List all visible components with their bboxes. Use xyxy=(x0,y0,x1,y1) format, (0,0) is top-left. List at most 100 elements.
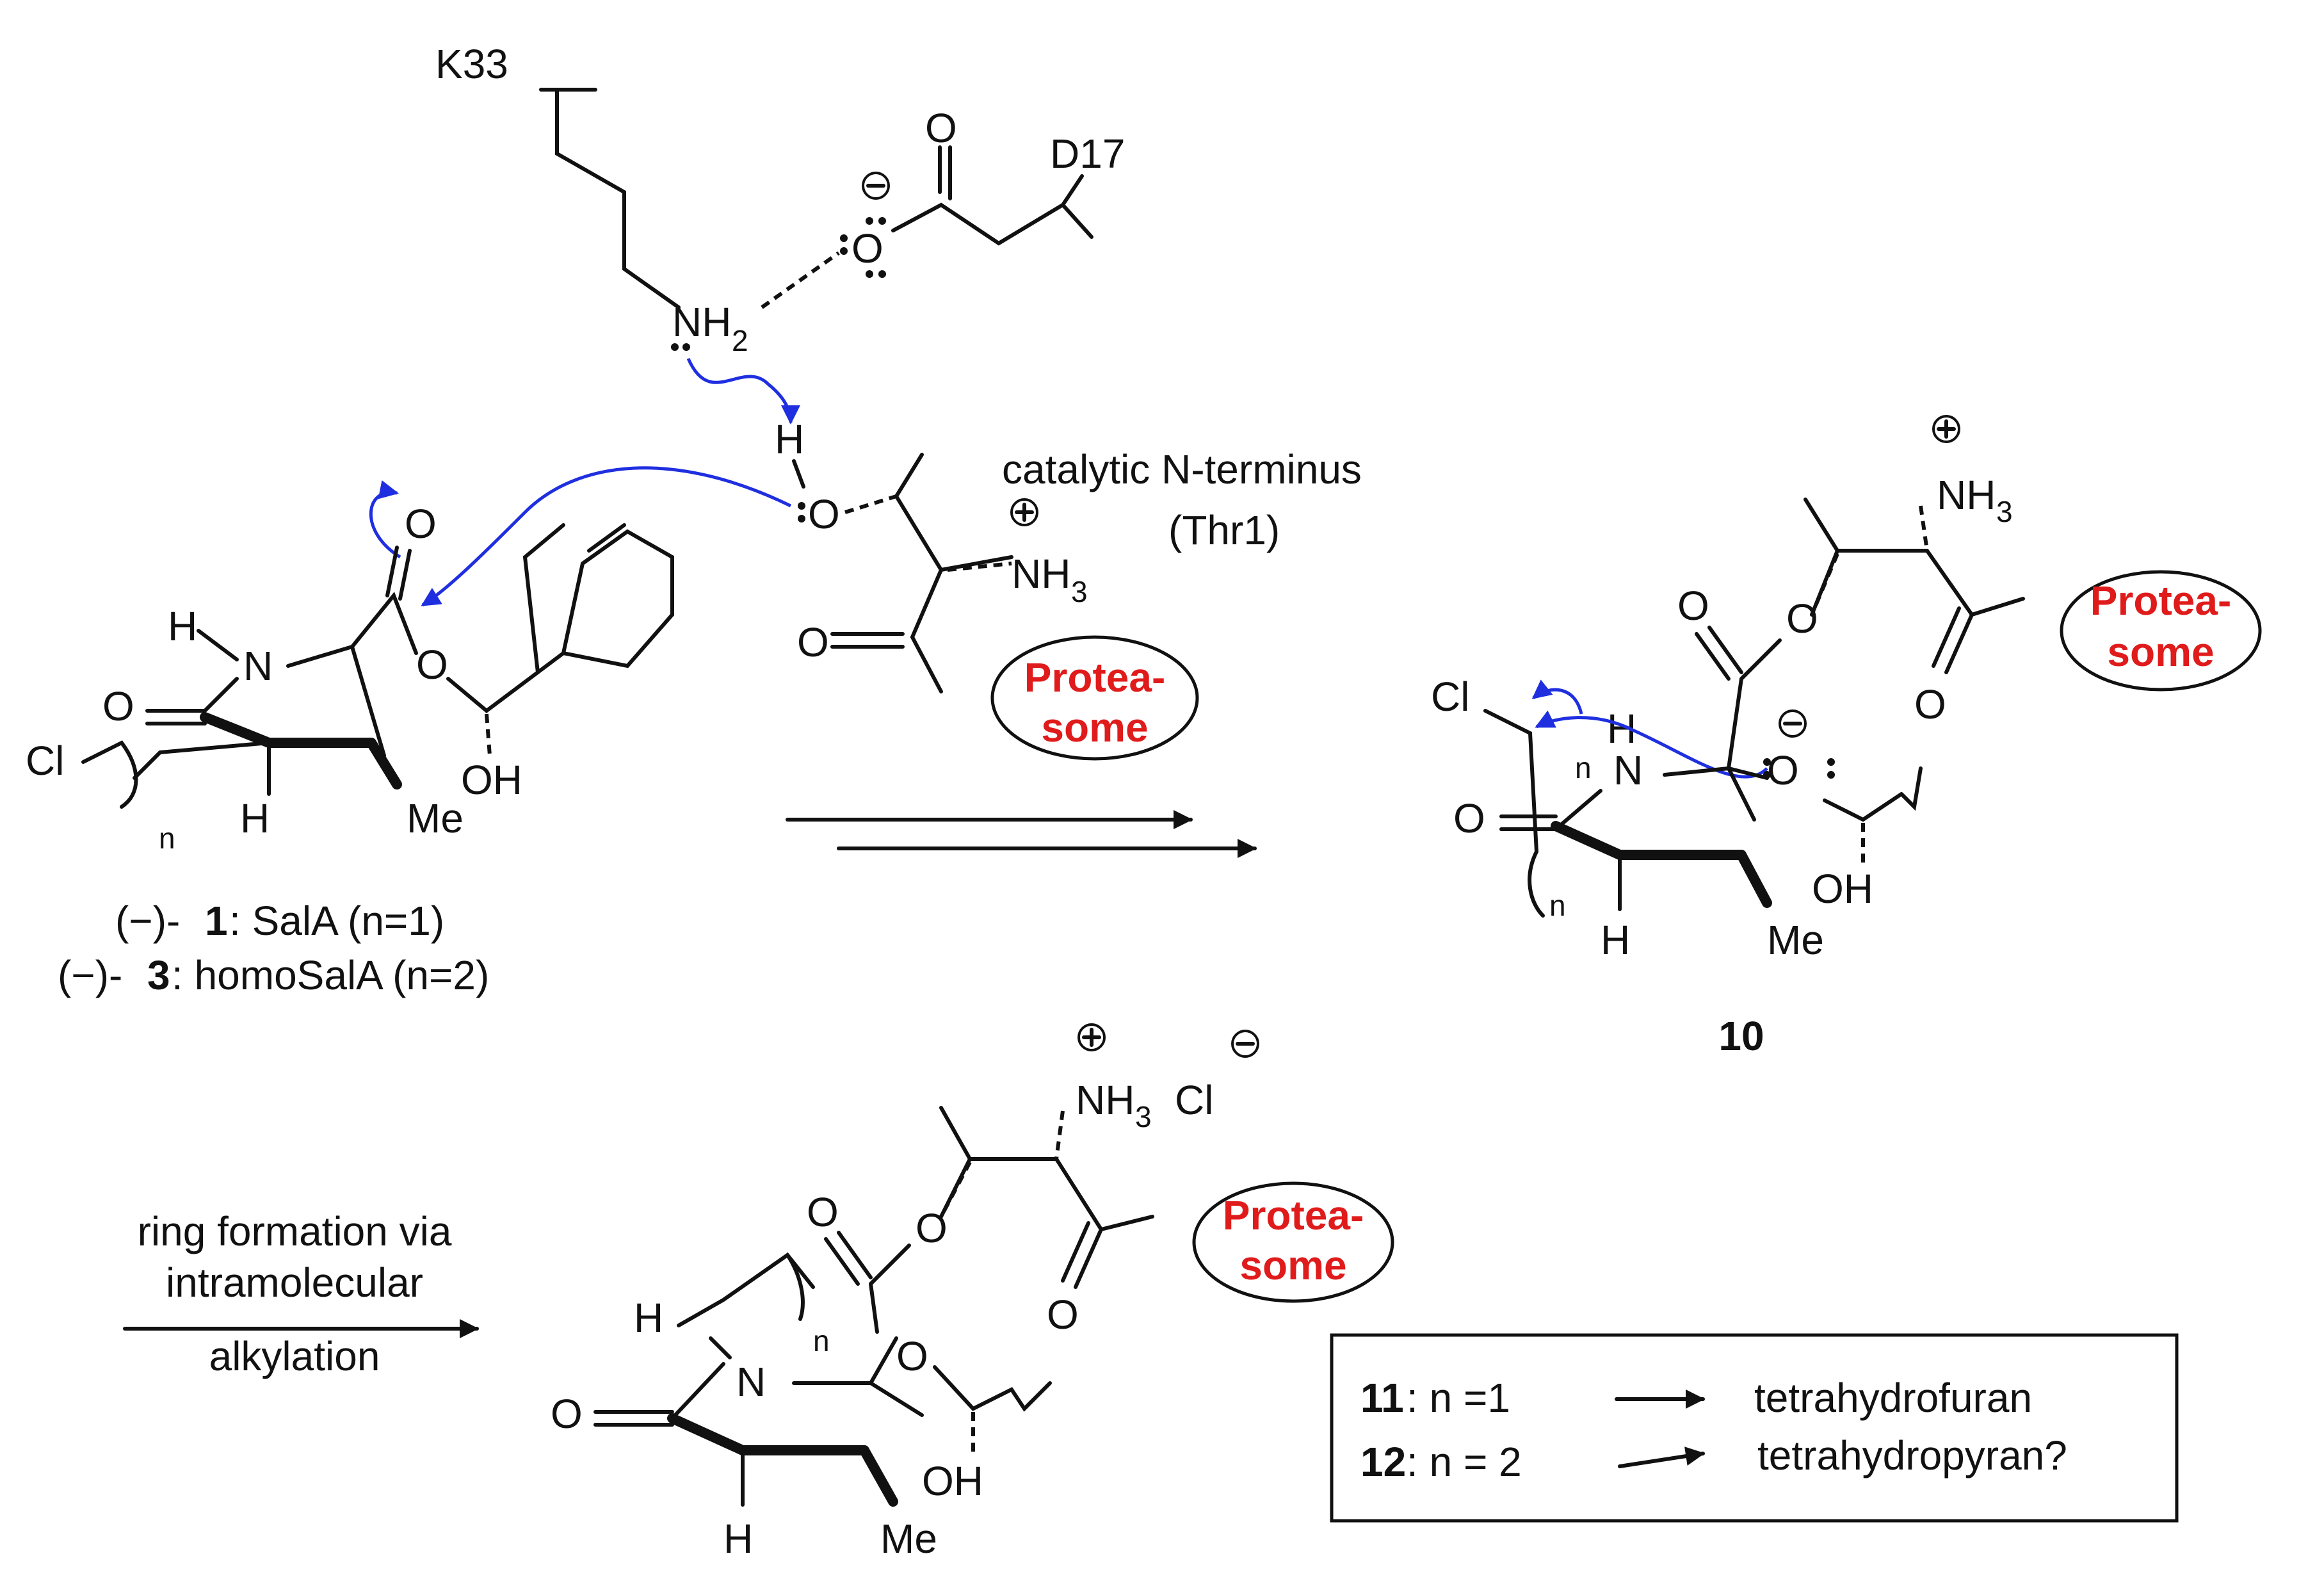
prod-h-label: H xyxy=(723,1516,753,1562)
o-thr-label: O xyxy=(808,491,840,537)
proteasome-3-line1: Protea- xyxy=(1223,1192,1364,1238)
prod-n-subscript: n xyxy=(813,1324,830,1357)
proteasome-ellipse-1 xyxy=(990,635,1199,761)
h-hydroxyl-label: H xyxy=(775,416,804,462)
salA-caption1-c: : SalA (n=1) xyxy=(229,898,444,944)
legend-row2-arrow xyxy=(1618,1446,1705,1468)
c10-nh3-label: NH xyxy=(1937,472,1996,518)
nh3-label: NH xyxy=(1012,551,1070,597)
salA-o-ketone: O xyxy=(102,683,134,729)
c10-oh-label: OH xyxy=(1812,866,1873,912)
prod-o-carbonyl: O xyxy=(1047,1292,1079,1338)
n-terminus-line2: (Thr1) xyxy=(1168,507,1280,553)
salA-me-label: Me xyxy=(407,795,464,841)
c10-o-anion: O xyxy=(1767,747,1799,793)
prod-o-ketone: O xyxy=(551,1391,583,1437)
compound-10-label: 10 xyxy=(1718,1013,1764,1059)
compound-10: NH 3 O Protea- some O O Cl H N n O OH O … xyxy=(1431,415,2262,1059)
c10-chloride-arrow xyxy=(1531,679,1583,715)
step2-line3: alkylation xyxy=(209,1333,380,1379)
prod-h-top: H xyxy=(634,1295,663,1341)
c10-o-ester2: O xyxy=(1786,596,1818,642)
prod-n-label: N xyxy=(736,1359,766,1405)
legend-row1-compound: 11 xyxy=(1360,1375,1404,1421)
salA-n-label: N xyxy=(243,643,273,689)
d17-label: D17 xyxy=(1050,131,1125,177)
c10-o-ester1: O xyxy=(1677,583,1709,629)
c10-n-label: N xyxy=(1613,747,1643,793)
lysine-deprotonation-arrow xyxy=(686,357,800,425)
thr-hashed-bond xyxy=(844,494,897,514)
plus-charge xyxy=(1010,498,1038,526)
salA-bold-bonds xyxy=(200,712,376,748)
nh2-label: NH xyxy=(672,299,731,345)
legend-box: 11 : n =1 tetrahydrofuran 12 : n = 2 tet… xyxy=(1330,1333,2179,1523)
proteasome-2-line1: Protea- xyxy=(2090,578,2232,624)
c10-o-carbonyl: O xyxy=(1914,681,1946,727)
salA-caption1-a: (−)- xyxy=(115,898,180,944)
k33-label: K33 xyxy=(435,41,508,87)
salA-caption1-b: 1 xyxy=(205,898,228,944)
salA-h-label: H xyxy=(168,603,197,649)
prod-oh-label: OH xyxy=(922,1458,983,1504)
cyclohexene-ring xyxy=(561,523,674,668)
proteasome-ellipse-2 xyxy=(2060,570,2262,692)
nh2-subscript: 2 xyxy=(732,324,748,357)
amide-double-bond xyxy=(830,632,905,649)
prod-me-label: Me xyxy=(880,1516,937,1562)
salA-caption2-a: (−)- xyxy=(58,952,122,998)
c10-nh3-subscript: 3 xyxy=(1996,495,2013,528)
o-anion-label: O xyxy=(851,225,884,271)
salA-h2-label: H xyxy=(240,795,270,841)
prod-nh3-subscript: 3 xyxy=(1135,1100,1152,1133)
c10-cl-label: Cl xyxy=(1431,674,1469,720)
prod-nh3-label: NH xyxy=(1076,1077,1134,1123)
lysine-chain xyxy=(539,88,681,309)
hydrogen-bond xyxy=(761,251,840,309)
thr-backbone xyxy=(894,453,1013,693)
oh-bond xyxy=(792,459,805,489)
legend-row2-compound: 12 xyxy=(1360,1439,1406,1485)
o-carbonyl-label: O xyxy=(925,105,957,151)
salA-oh-label: OH xyxy=(461,757,522,803)
nh3-subscript: 3 xyxy=(1071,575,1088,608)
step2-arrow: ring formation via intramolecular alkyla… xyxy=(123,1208,479,1379)
c10-alkylation-arrow xyxy=(1535,710,1768,779)
threonine-group: H O NH 3 O catalytic N-terminus (Thr1) P… xyxy=(421,416,1362,761)
proteasome-2-line2: some xyxy=(2107,629,2214,675)
proteasome-ellipse-3 xyxy=(1192,1181,1394,1303)
nucleophilic-attack-arrow xyxy=(421,466,792,607)
aspartate-chain xyxy=(891,145,1093,246)
salA-o-ring: O xyxy=(416,642,448,688)
o-amide-label: O xyxy=(797,619,829,665)
product-structure: NH 3 Cl O Protea- some O O H n N O OH O … xyxy=(551,1023,1394,1562)
salA-caption2-c: : homoSalA (n=2) xyxy=(172,952,489,998)
step2-line1: ring formation via xyxy=(138,1208,452,1254)
c10-h-label: H xyxy=(1601,917,1630,963)
salinosporamide-structure: O H N O O H Me Cl n OH (−)- 1 : SalA (n=… xyxy=(26,480,674,998)
proteasome-3-line2: some xyxy=(1239,1242,1346,1288)
legend-row2-product: tetrahydropyran? xyxy=(1757,1432,2067,1479)
salA-cl-label: Cl xyxy=(26,738,64,784)
legend-border xyxy=(1330,1333,2179,1523)
proteasome-1-line1: Protea- xyxy=(1024,654,1166,701)
prod-o-ring: O xyxy=(896,1333,928,1379)
c10-n-small: n xyxy=(1575,751,1592,784)
c10-n2-subscript: n xyxy=(1549,889,1566,922)
step2-line2: intramolecular xyxy=(166,1260,423,1306)
legend-row1-product: tetrahydrofuran xyxy=(1754,1375,2032,1421)
salA-caption2-b: 3 xyxy=(147,952,170,998)
proteasome-1-line2: some xyxy=(1041,704,1148,750)
n-terminus-line1: catalytic N-terminus xyxy=(1002,446,1362,492)
legend-row1-n: : n =1 xyxy=(1407,1375,1510,1421)
lysine-aspartate-group: K33 NH 2 O O D17 xyxy=(435,41,1125,425)
salA-o-lactone: O xyxy=(405,501,437,547)
prod-o-ester1: O xyxy=(807,1189,839,1235)
salA-n-subscript: n xyxy=(159,822,175,855)
prod-o-ester2: O xyxy=(916,1205,948,1251)
carbonyl-arrow xyxy=(369,480,401,559)
legend-row2-n: : n = 2 xyxy=(1407,1439,1522,1485)
c10-o-ketone: O xyxy=(1453,795,1485,841)
c10-me-label: Me xyxy=(1767,917,1824,963)
